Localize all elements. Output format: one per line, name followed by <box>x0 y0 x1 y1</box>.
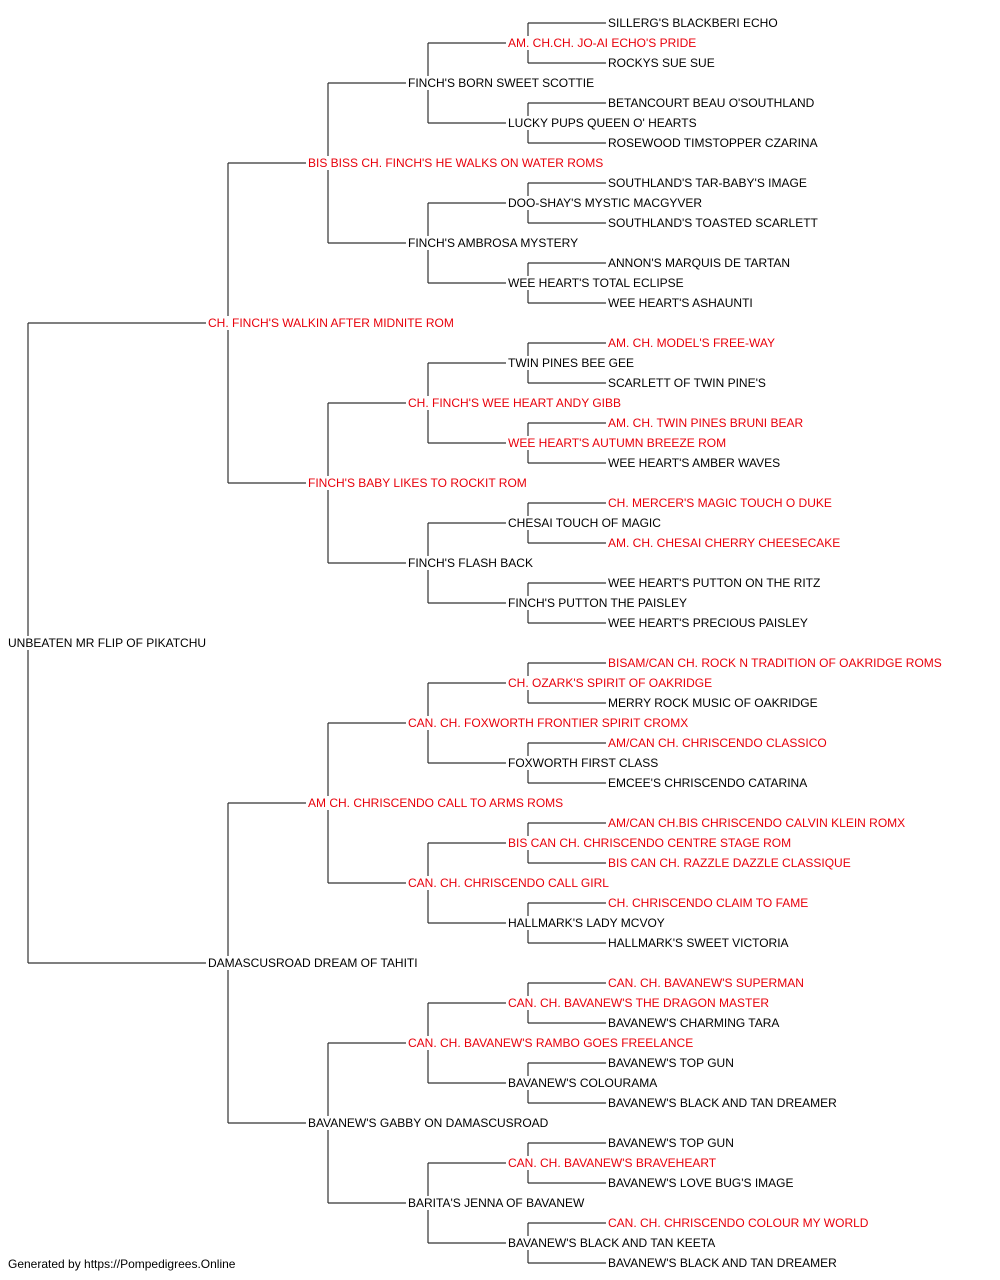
ancestor-name-gen5: WEE HEART'S AMBER WAVES <box>608 456 783 470</box>
ancestor-name-gen5: CAN. CH. BAVANEW'S SUPERMAN <box>608 976 806 990</box>
ancestor-name-gen5: ANNON'S MARQUIS DE TARTAN <box>608 256 793 270</box>
ancestor-name-gen5: BAVANEW'S LOVE BUG'S IMAGE <box>608 1176 796 1190</box>
subject-dog-name: UNBEATEN MR FLIP OF PIKATCHU <box>8 636 209 650</box>
ancestor-name-gen5: AM/CAN CH. CHRISCENDO CLASSICO <box>608 736 829 750</box>
ancestor-name-gen2: BIS BISS CH. FINCH'S HE WALKS ON WATER R… <box>308 156 606 170</box>
ancestor-name-gen5: MERRY ROCK MUSIC OF OAKRIDGE <box>608 696 820 710</box>
ancestor-name-gen2: AM CH. CHRISCENDO CALL TO ARMS ROMS <box>308 796 566 810</box>
ancestor-name-gen4: CAN. CH. BAVANEW'S THE DRAGON MASTER <box>508 996 771 1010</box>
ancestor-name-gen3: CAN. CH. FOXWORTH FRONTIER SPIRIT CROMX <box>408 716 691 730</box>
ancestor-name-gen1: CH. FINCH'S WALKIN AFTER MIDNITE ROM <box>208 316 456 330</box>
ancestor-name-gen4: HALLMARK'S LADY MCVOY <box>508 916 667 930</box>
ancestor-name-gen3: FINCH'S AMBROSA MYSTERY <box>408 236 581 250</box>
ancestor-name-gen4: BAVANEW'S BLACK AND TAN KEETA <box>508 1236 718 1250</box>
ancestor-name-gen5: SCARLETT OF TWIN PINE'S <box>608 376 768 390</box>
ancestor-name-gen4: CHESAI TOUCH OF MAGIC <box>508 516 663 530</box>
ancestor-name-gen4: CH. OZARK'S SPIRIT OF OAKRIDGE <box>508 676 715 690</box>
ancestor-name-gen3: CAN. CH. BAVANEW'S RAMBO GOES FREELANCE <box>408 1036 696 1050</box>
ancestor-name-gen5: AM. CH. TWIN PINES BRUNI BEAR <box>608 416 806 430</box>
generated-by-footer: Generated by https://Pompedigrees.Online <box>8 1257 236 1271</box>
ancestor-name-gen4: BIS CAN CH. CHRISCENDO CENTRE STAGE ROM <box>508 836 794 850</box>
ancestor-name-gen5: BAVANEW'S BLACK AND TAN DREAMER <box>608 1256 839 1270</box>
ancestor-name-gen5: HALLMARK'S SWEET VICTORIA <box>608 936 791 950</box>
ancestor-name-gen5: ROSEWOOD TIMSTOPPER CZARINA <box>608 136 820 150</box>
ancestor-name-gen4: DOO-SHAY'S MYSTIC MACGYVER <box>508 196 705 210</box>
ancestor-name-gen1: DAMASCUSROAD DREAM OF TAHITI <box>208 956 420 970</box>
ancestor-name-gen5: BIS CAN CH. RAZZLE DAZZLE CLASSIQUE <box>608 856 853 870</box>
ancestor-name-gen5: AM/CAN CH.BIS CHRISCENDO CALVIN KLEIN RO… <box>608 816 908 830</box>
ancestor-name-gen5: SOUTHLAND'S TOASTED SCARLETT <box>608 216 820 230</box>
ancestor-name-gen5: WEE HEART'S ASHAUNTI <box>608 296 755 310</box>
ancestor-name-gen5: SILLERG'S BLACKBERI ECHO <box>608 16 780 30</box>
ancestor-name-gen4: WEE HEART'S AUTUMN BREEZE ROM <box>508 436 729 450</box>
ancestor-name-gen5: SOUTHLAND'S TAR-BABY'S IMAGE <box>608 176 809 190</box>
ancestor-name-gen5: WEE HEART'S PUTTON ON THE RITZ <box>608 576 823 590</box>
ancestor-name-gen4: LUCKY PUPS QUEEN O' HEARTS <box>508 116 699 130</box>
ancestor-name-gen2: FINCH'S BABY LIKES TO ROCKIT ROM <box>308 476 529 490</box>
ancestor-name-gen4: AM. CH.CH. JO-AI ECHO'S PRIDE <box>508 36 699 50</box>
ancestor-name-gen5: AM. CH. MODEL'S FREE-WAY <box>608 336 777 350</box>
ancestor-name-gen5: ROCKYS SUE SUE <box>608 56 717 70</box>
ancestor-name-gen3: CAN. CH. CHRISCENDO CALL GIRL <box>408 876 611 890</box>
ancestor-name-gen4: TWIN PINES BEE GEE <box>508 356 637 370</box>
ancestor-name-gen3: BARITA'S JENNA OF BAVANEW <box>408 1196 587 1210</box>
ancestor-name-gen5: AM. CH. CHESAI CHERRY CHEESECAKE <box>608 536 843 550</box>
ancestor-name-gen5: CAN. CH. CHRISCENDO COLOUR MY WORLD <box>608 1216 871 1230</box>
ancestor-name-gen5: BAVANEW'S TOP GUN <box>608 1056 736 1070</box>
ancestor-name-gen5: CH. MERCER'S MAGIC TOUCH O DUKE <box>608 496 834 510</box>
ancestor-name-gen4: FOXWORTH FIRST CLASS <box>508 756 661 770</box>
ancestor-name-gen3: FINCH'S FLASH BACK <box>408 556 535 570</box>
ancestor-name-gen2: BAVANEW'S GABBY ON DAMASCUSROAD <box>308 1116 551 1130</box>
ancestor-name-gen5: BISAM/CAN CH. ROCK N TRADITION OF OAKRID… <box>608 656 944 670</box>
ancestor-name-gen5: BETANCOURT BEAU O'SOUTHLAND <box>608 96 817 110</box>
ancestor-name-gen5: BAVANEW'S CHARMING TARA <box>608 1016 782 1030</box>
ancestor-name-gen4: BAVANEW'S COLOURAMA <box>508 1076 660 1090</box>
ancestor-name-gen4: FINCH'S PUTTON THE PAISLEY <box>508 596 689 610</box>
ancestor-name-gen5: CH. CHRISCENDO CLAIM TO FAME <box>608 896 811 910</box>
ancestor-name-gen5: WEE HEART'S PRECIOUS PAISLEY <box>608 616 810 630</box>
ancestor-name-gen5: BAVANEW'S BLACK AND TAN DREAMER <box>608 1096 839 1110</box>
ancestor-name-gen4: WEE HEART'S TOTAL ECLIPSE <box>508 276 686 290</box>
ancestor-name-gen3: CH. FINCH'S WEE HEART ANDY GIBB <box>408 396 623 410</box>
ancestor-name-gen5: EMCEE'S CHRISCENDO CATARINA <box>608 776 810 790</box>
ancestor-name-gen3: FINCH'S BORN SWEET SCOTTIE <box>408 76 597 90</box>
ancestor-name-gen4: CAN. CH. BAVANEW'S BRAVEHEART <box>508 1156 719 1170</box>
ancestor-name-gen5: BAVANEW'S TOP GUN <box>608 1136 736 1150</box>
